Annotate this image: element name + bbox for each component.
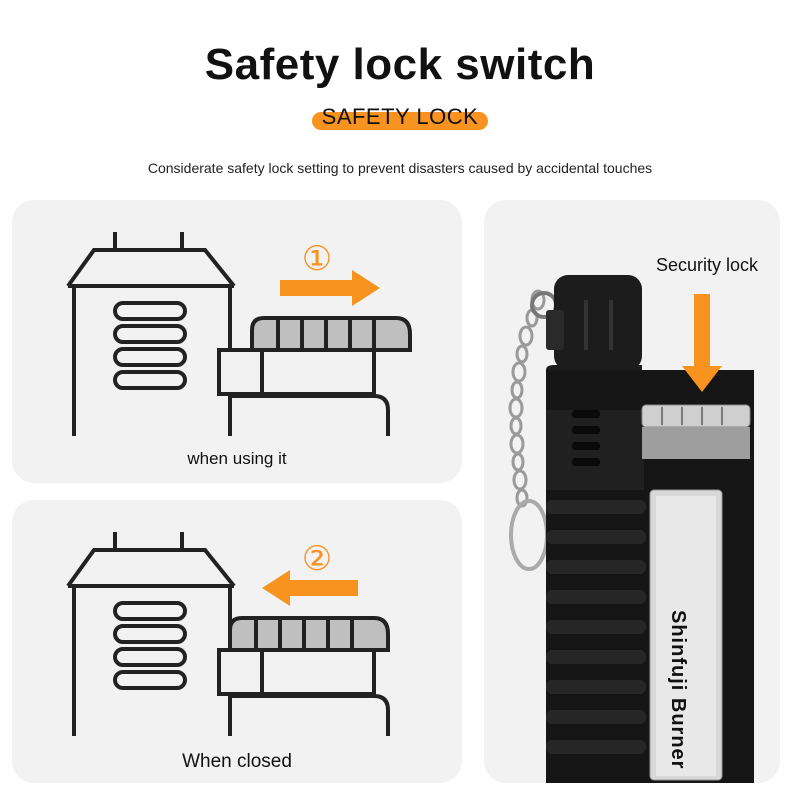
panel-product-photo: Security lock Shinfuji Burner (484, 200, 780, 783)
subtitle-wrap: SAFETY LOCK (0, 104, 800, 130)
arrow-down-icon (682, 294, 722, 392)
panel-closed: ② When closed (12, 500, 462, 783)
keychain-icon (508, 289, 558, 571)
page-description: Considerate safety lock setting to preve… (147, 160, 653, 176)
page-subtitle: SAFETY LOCK (311, 104, 489, 130)
step-number-2: ② (302, 539, 332, 579)
brand-label: Shinfuji Burner (667, 610, 689, 770)
diagram-closed: ② (66, 532, 390, 736)
caption-using: when using it (187, 449, 287, 468)
burner-illustration (508, 275, 754, 783)
security-lock-label: Security lock (656, 255, 759, 275)
lock-slider-using (250, 316, 412, 352)
burner-body (546, 275, 754, 783)
diagram-using: ① (66, 232, 412, 436)
page-title: Safety lock switch (204, 40, 596, 89)
security-lock-slider (641, 404, 751, 459)
arrow-right-icon (280, 270, 380, 306)
step-number-1: ① (302, 239, 332, 279)
arrow-left-icon (262, 570, 358, 606)
panel-using: ① when using it (12, 200, 462, 483)
lock-slider-closed (228, 616, 390, 652)
caption-closed: When closed (182, 751, 292, 772)
